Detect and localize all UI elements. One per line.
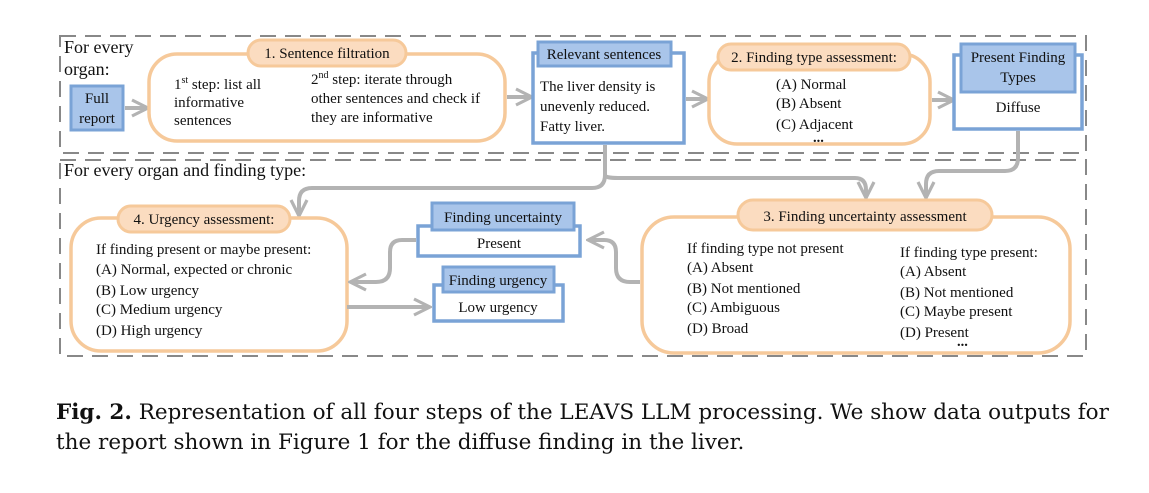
relevant-sentence-line-1: The liver density is xyxy=(540,79,656,95)
full-report-box: Full report xyxy=(69,84,125,132)
caption-label: Fig. 2. xyxy=(56,400,132,425)
finding-type-ellipsis: ... xyxy=(813,130,824,146)
finding-uncertainty-title: Finding uncertainty xyxy=(444,210,562,226)
not-present-option-d: (D) Broad xyxy=(687,321,749,337)
uncertainty-assessment-title: 3. Finding uncertainty assessment xyxy=(763,209,967,225)
finding-type-option-c: (C) Adjacent xyxy=(776,117,854,133)
arrow-uncertainty-to-urgency xyxy=(352,238,416,282)
urgency-title: 4. Urgency assessment: xyxy=(134,212,275,228)
not-present-option-a: (A) Absent xyxy=(687,260,754,276)
step1-line-3: sentences xyxy=(174,113,232,129)
step2-line-3: they are informative xyxy=(311,110,433,126)
urgency-assessment-box: 4. Urgency assessment: If finding presen… xyxy=(69,204,349,353)
finding-urgency-box: Finding urgency Low urgency xyxy=(432,265,565,323)
finding-type-title: 2. Finding type assessment: xyxy=(731,50,897,66)
uncertainty-ellipsis: ... xyxy=(957,334,968,350)
finding-type-assessment-box: 2. Finding type assessment: (A) Normal (… xyxy=(707,42,932,146)
frame-every-organ xyxy=(59,35,1087,154)
present-finding-title-2: Types xyxy=(1000,70,1036,86)
present-option-a: (A) Absent xyxy=(900,264,967,280)
step1-line-2: informative xyxy=(174,95,244,111)
urgency-option-a: (A) Normal, expected or chronic xyxy=(96,262,293,278)
frame-top-label-2: organ: xyxy=(64,59,110,79)
urgency-option-c: (C) Medium urgency xyxy=(96,302,223,318)
present-finding-types-box: Present Finding Types Diffuse xyxy=(952,42,1084,131)
full-report-line-1: Full xyxy=(85,91,109,107)
present-intro: If finding type present: xyxy=(900,245,1038,261)
full-report-line-2: report xyxy=(79,111,116,127)
present-option-d: (D) Present xyxy=(900,325,970,341)
frame-bottom-label: For every organ and finding type: xyxy=(64,160,306,180)
arrow-uncertainty-assessment-to-uncertainty xyxy=(590,240,640,284)
relevant-sentence-line-3: Fatty liver. xyxy=(540,119,605,135)
not-present-option-b: (B) Not mentioned xyxy=(687,281,801,297)
arrow-present-to-uncertainty xyxy=(926,131,1020,196)
not-present-option-c: (C) Ambiguous xyxy=(687,300,780,316)
urgency-option-d: (D) High urgency xyxy=(96,323,203,339)
finding-uncertainty-box: Finding uncertainty Present xyxy=(416,201,582,258)
present-finding-title-1: Present Finding xyxy=(971,50,1066,66)
relevant-sentence-line-2: unevenly reduced. xyxy=(540,99,650,115)
step1-line-1: 1st step: list all xyxy=(174,75,261,93)
arrow-relevant-to-urgency xyxy=(299,145,607,214)
finding-urgency-value: Low urgency xyxy=(458,300,538,316)
relevant-sentences-title: Relevant sentences xyxy=(547,47,662,63)
present-option-b: (B) Not mentioned xyxy=(900,285,1014,301)
finding-uncertainty-assessment-box: 3. Finding uncertainty assessment If fin… xyxy=(640,198,1072,355)
arrow-relevant-to-uncertainty xyxy=(603,174,866,196)
caption-text: Representation of all four steps of the … xyxy=(56,400,1109,455)
frame-top-label-1: For every xyxy=(64,37,133,57)
frame-every-organ-finding xyxy=(59,159,1087,357)
step2-line-2: other sentences and check if xyxy=(311,91,480,107)
pipeline-diagram: For every organ: For every organ and fin… xyxy=(59,35,1087,357)
finding-uncertainty-value: Present xyxy=(477,236,522,252)
relevant-sentences-box: Relevant sentences The liver density is … xyxy=(531,40,686,145)
finding-type-option-a: (A) Normal xyxy=(776,77,846,93)
sentence-filtration-box: 1. Sentence filtration 1st step: list al… xyxy=(147,38,507,143)
finding-urgency-title: Finding urgency xyxy=(449,273,548,289)
not-present-intro: If finding type not present xyxy=(687,241,844,257)
urgency-intro: If finding present or maybe present: xyxy=(96,242,311,258)
urgency-option-b: (B) Low urgency xyxy=(96,283,200,299)
present-option-c: (C) Maybe present xyxy=(900,304,1013,320)
finding-type-option-b: (B) Absent xyxy=(776,96,842,112)
figure-caption: Fig. 2. Representation of all four steps… xyxy=(56,398,1116,458)
sentence-filtration-title: 1. Sentence filtration xyxy=(264,46,390,62)
present-finding-value: Diffuse xyxy=(996,100,1041,116)
step2-line-1: 2nd step: iterate through xyxy=(311,70,453,88)
